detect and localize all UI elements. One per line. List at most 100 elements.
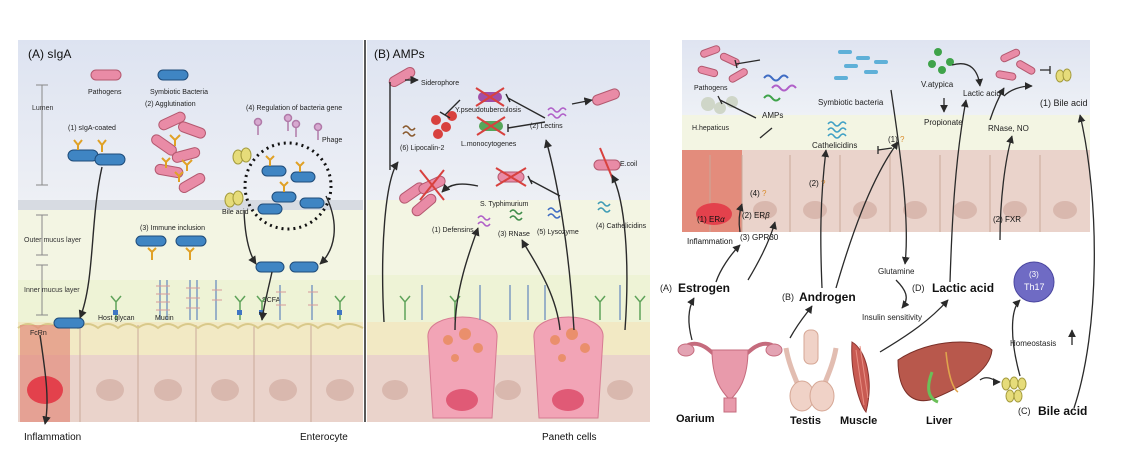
cell-borders-c: [709, 155, 1041, 232]
bile-acid-label: Bile acid: [222, 209, 249, 216]
ecoli-label: E.coil: [620, 161, 638, 168]
panel-c-inhibits: [717, 59, 1051, 154]
styph-label: S. Typhimurium: [480, 201, 529, 208]
defensins-label: (1) Defensins: [432, 227, 474, 234]
panel-a: (A) sIgA Lumen Outer mucus layer Inner m…: [17, 40, 364, 443]
cathelicidin-icon-b: [597, 201, 611, 213]
cathelicidin-icon-c: [827, 121, 847, 139]
immune-inclusion-label: (3) Immune inclusion: [140, 225, 205, 232]
estrogen-label: Estrogen: [678, 281, 730, 295]
lmono-blocked: [476, 116, 506, 136]
q2-label: (2) ?: [809, 179, 826, 188]
lipocalin-label: (6) Lipocalin-2: [400, 145, 444, 152]
regulation-circle: [243, 141, 333, 231]
amp-icons-c: [763, 74, 797, 102]
gpr30-label: (3) GPR30: [740, 233, 779, 242]
defensin-pathogens: [399, 169, 446, 217]
legend-pathogen-swatch: [90, 69, 122, 81]
hhepaticus-label: H.hepaticus: [692, 125, 729, 132]
host-glycan-label: Host glycan: [98, 315, 135, 322]
included-bacterium: [135, 235, 167, 247]
styph-blocked: [495, 167, 527, 187]
lipocalin-icon: [402, 125, 416, 137]
lmono-label: L.monocytogenes: [461, 141, 517, 148]
phages: [253, 113, 323, 140]
fcrn-label: FcRn: [30, 330, 47, 337]
cathelicidins-c-label: Cathelicidins: [812, 141, 857, 150]
amps-label: AMPs: [762, 111, 783, 120]
lactic-top-label: Lactic acid: [963, 89, 1001, 98]
siderophore-label: Siderophore: [421, 80, 459, 87]
androgen-label: Androgen: [799, 290, 856, 304]
oarium-label: Oarium: [676, 413, 715, 425]
homeostasis-label: Homeostasis: [1010, 339, 1056, 348]
symbiotic-c-label: Symbiotic bacteria: [818, 98, 884, 107]
mucin-glycans: [156, 285, 318, 311]
bile-c-tag: (C): [1018, 406, 1031, 416]
er-alpha-label: (1) ERα: [697, 215, 725, 224]
defensin-icon: [477, 215, 491, 227]
panel-b-arrows: [381, 75, 628, 331]
fcrn-bacterium: [53, 317, 85, 329]
scfa-bacteria: [255, 261, 319, 273]
er-beta-label: (2) ERβ: [742, 211, 770, 220]
ypseudo-blocked: [475, 87, 505, 107]
mucin-b: [421, 285, 621, 320]
enterocyte-label: Enterocyte: [300, 432, 348, 443]
outer-mucus-region: [18, 210, 363, 290]
er-alpha-nucleus: [696, 203, 732, 225]
rnase-no-label: RNase, NO: [988, 124, 1029, 133]
th17-cell: [1013, 261, 1055, 303]
pathogens-c: [697, 45, 748, 83]
inner-mucus-b: [367, 275, 650, 325]
lysozyme-icon: [547, 207, 561, 219]
oarium-organ: [677, 341, 783, 413]
th17-label: Th17: [1024, 282, 1045, 292]
testis-label: Testis: [790, 415, 821, 427]
testis-organ: [783, 329, 839, 412]
vatypica-label: V.atypica: [921, 80, 954, 89]
vatypica-dots: [928, 48, 954, 74]
lectin-icons: [547, 107, 567, 119]
bile-acid-c-top: [1055, 68, 1072, 83]
bile1-label: (1) Bile acid: [1040, 98, 1088, 108]
panel-b: (B) AMPs Siderophore Y.pseudotuberculosi…: [367, 40, 650, 443]
fxr-label: (2) FXR: [993, 215, 1021, 224]
nuclei-c: [753, 201, 1077, 219]
inflammation-c-label: Inflammation: [687, 237, 733, 246]
muscle-label: Muscle: [840, 415, 877, 427]
lumen-label: Lumen: [32, 105, 54, 112]
included-bacterium-2: [175, 235, 207, 247]
androgen-tag: (B): [782, 292, 794, 302]
lysozyme-label: (5) Lysozyme: [537, 229, 579, 236]
estrogen-tag: (A): [660, 283, 672, 293]
muscle-organ: [851, 341, 870, 414]
panel-a-title: (A) sIgA: [28, 47, 71, 61]
layer-axis: [36, 84, 48, 316]
inner-mucus-label: Inner mucus layer: [24, 287, 80, 294]
lumen-boundary: [18, 200, 363, 210]
bile-acid-icons: [224, 147, 252, 208]
phage-label: Phage: [322, 137, 342, 144]
rnase-icon: [509, 209, 523, 221]
paneth-epithelium: [367, 316, 650, 422]
d-tag: (D): [912, 283, 925, 293]
sigA-coated-bacteria: [67, 139, 126, 166]
lectins-label: (2) Lectins: [530, 123, 563, 130]
symbiotic-cluster: [834, 50, 888, 80]
epithelium-c: [682, 150, 1090, 232]
inflammation-a-label: Inflammation: [24, 432, 81, 443]
insulin-label: Insulin sensitivity: [862, 313, 922, 322]
panel-a-arrows: [39, 166, 335, 425]
mucin-label: Mucin: [155, 315, 174, 322]
panel-b-title: (B) AMPs: [374, 47, 425, 61]
panel-c-arrows: [687, 63, 1095, 409]
propionate-label: Propionate: [924, 118, 963, 127]
ypseudo-label: Y.pseudotuberculosis: [455, 107, 522, 114]
enterocyte-row: [17, 322, 364, 422]
lactic-d-label: Lactic acid: [932, 281, 994, 295]
regulated-bacteria: [257, 165, 325, 215]
bile-c-label: Bile acid: [1038, 404, 1087, 418]
